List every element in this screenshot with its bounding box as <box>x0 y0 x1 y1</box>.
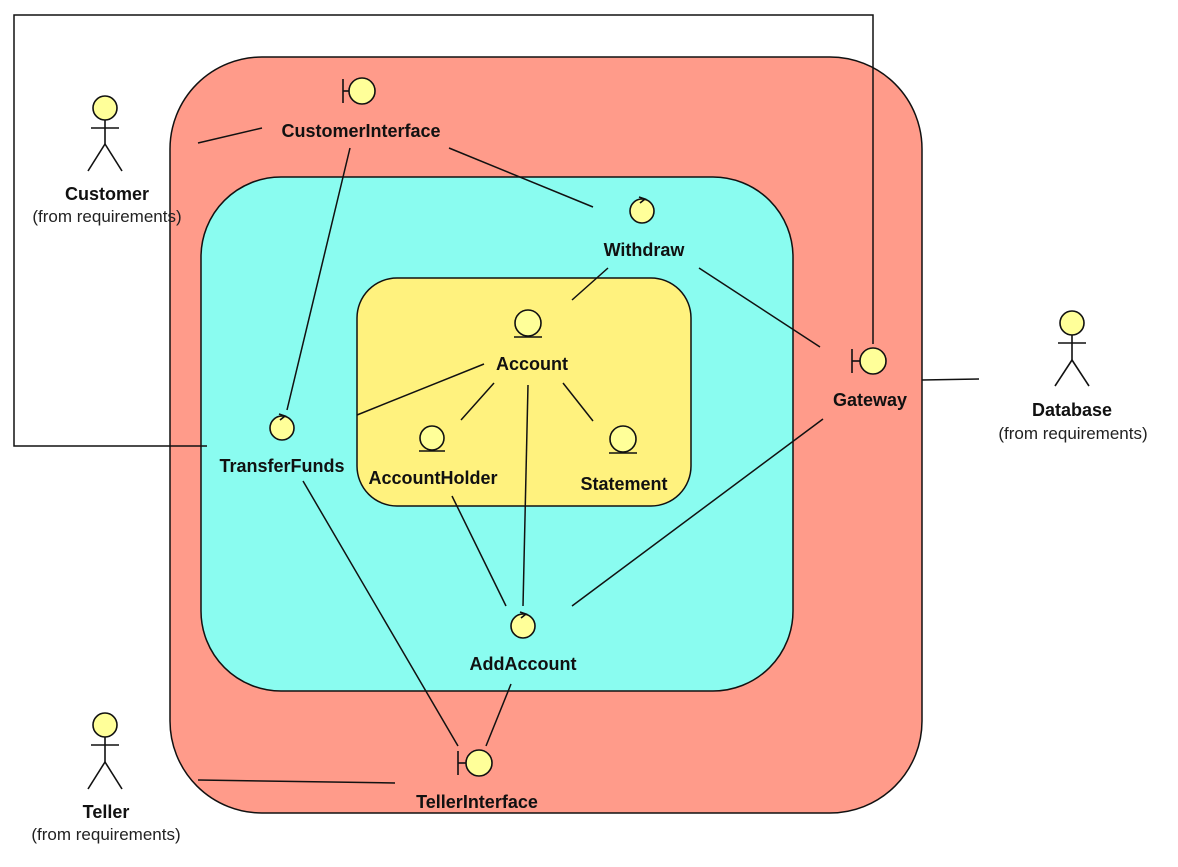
element-name: TellerInterface <box>416 792 538 812</box>
stick-figure-icon <box>87 712 123 790</box>
entity-account[interactable]: Account <box>496 309 568 374</box>
element-name: Statement <box>580 474 667 494</box>
teller-to-tellerinterface-link <box>197 779 396 784</box>
withdraw-to-account-link <box>571 267 609 301</box>
boundary-icon <box>457 749 493 777</box>
entity-icon <box>419 425 445 452</box>
element-name: CustomerInterface <box>281 121 440 141</box>
customer-to-customerinterface-link <box>197 127 263 144</box>
actor-note: (from requirements) <box>998 424 1147 443</box>
element-name: AddAccount <box>470 654 577 674</box>
boundary-icon <box>851 347 887 375</box>
customerinterface-to-transferfunds-link <box>286 147 351 411</box>
element-name: AccountHolder <box>368 468 497 488</box>
control-icon <box>510 611 536 639</box>
actor-name: Database <box>1032 400 1112 420</box>
customerinterface-to-withdraw-link <box>448 147 594 208</box>
account-to-transferfunds-link <box>356 363 485 416</box>
boundary-customerinterface[interactable]: CustomerInterface <box>281 77 441 141</box>
entity-icon <box>514 309 542 338</box>
element-name: Gateway <box>833 390 907 410</box>
actor-customer[interactable]: Customer (from requirements) <box>32 95 182 226</box>
withdraw-to-gateway-link <box>698 267 821 348</box>
stick-figure-icon <box>1054 310 1090 387</box>
boundary-gateway[interactable]: Gateway <box>833 347 907 410</box>
element-name: Account <box>496 354 568 374</box>
entity-accountholder[interactable]: AccountHolder <box>368 425 498 488</box>
actor-teller[interactable]: Teller (from requirements) <box>31 712 181 844</box>
entity-statement[interactable]: Statement <box>580 425 668 494</box>
addaccount-to-tellerinterface-link <box>485 683 512 747</box>
account-to-accountholder-link <box>460 382 495 421</box>
actor-note: (from requirements) <box>31 825 180 844</box>
customer-to-transferfunds-link <box>13 14 874 447</box>
accountholder-to-addaccount-link <box>451 495 507 607</box>
element-name: TransferFunds <box>219 456 344 476</box>
stick-figure-icon <box>87 95 123 172</box>
association-lines <box>13 14 980 784</box>
control-icon <box>629 196 655 224</box>
element-name: Withdraw <box>604 240 686 260</box>
gateway-to-addaccount-link <box>571 418 824 607</box>
account-to-addaccount-link <box>522 384 529 607</box>
actor-note: (from requirements) <box>32 207 181 226</box>
entity-layer <box>356 277 692 507</box>
actor-database[interactable]: Database (from requirements) <box>998 310 1148 443</box>
control-addaccount[interactable]: AddAccount <box>470 611 577 674</box>
actor-name: Customer <box>65 184 149 204</box>
control-transferfunds[interactable]: TransferFunds <box>219 413 345 476</box>
actor-name: Teller <box>83 802 130 822</box>
transferfunds-to-tellerinterface-link <box>302 480 459 747</box>
control-withdraw[interactable]: Withdraw <box>604 196 686 260</box>
boundary-tellerinterface[interactable]: TellerInterface <box>416 749 538 812</box>
account-to-statement-link <box>562 382 594 422</box>
gateway-to-database-link <box>921 378 980 381</box>
boundary-icon <box>342 77 376 105</box>
entity-icon <box>609 425 637 454</box>
control-icon <box>269 413 295 441</box>
